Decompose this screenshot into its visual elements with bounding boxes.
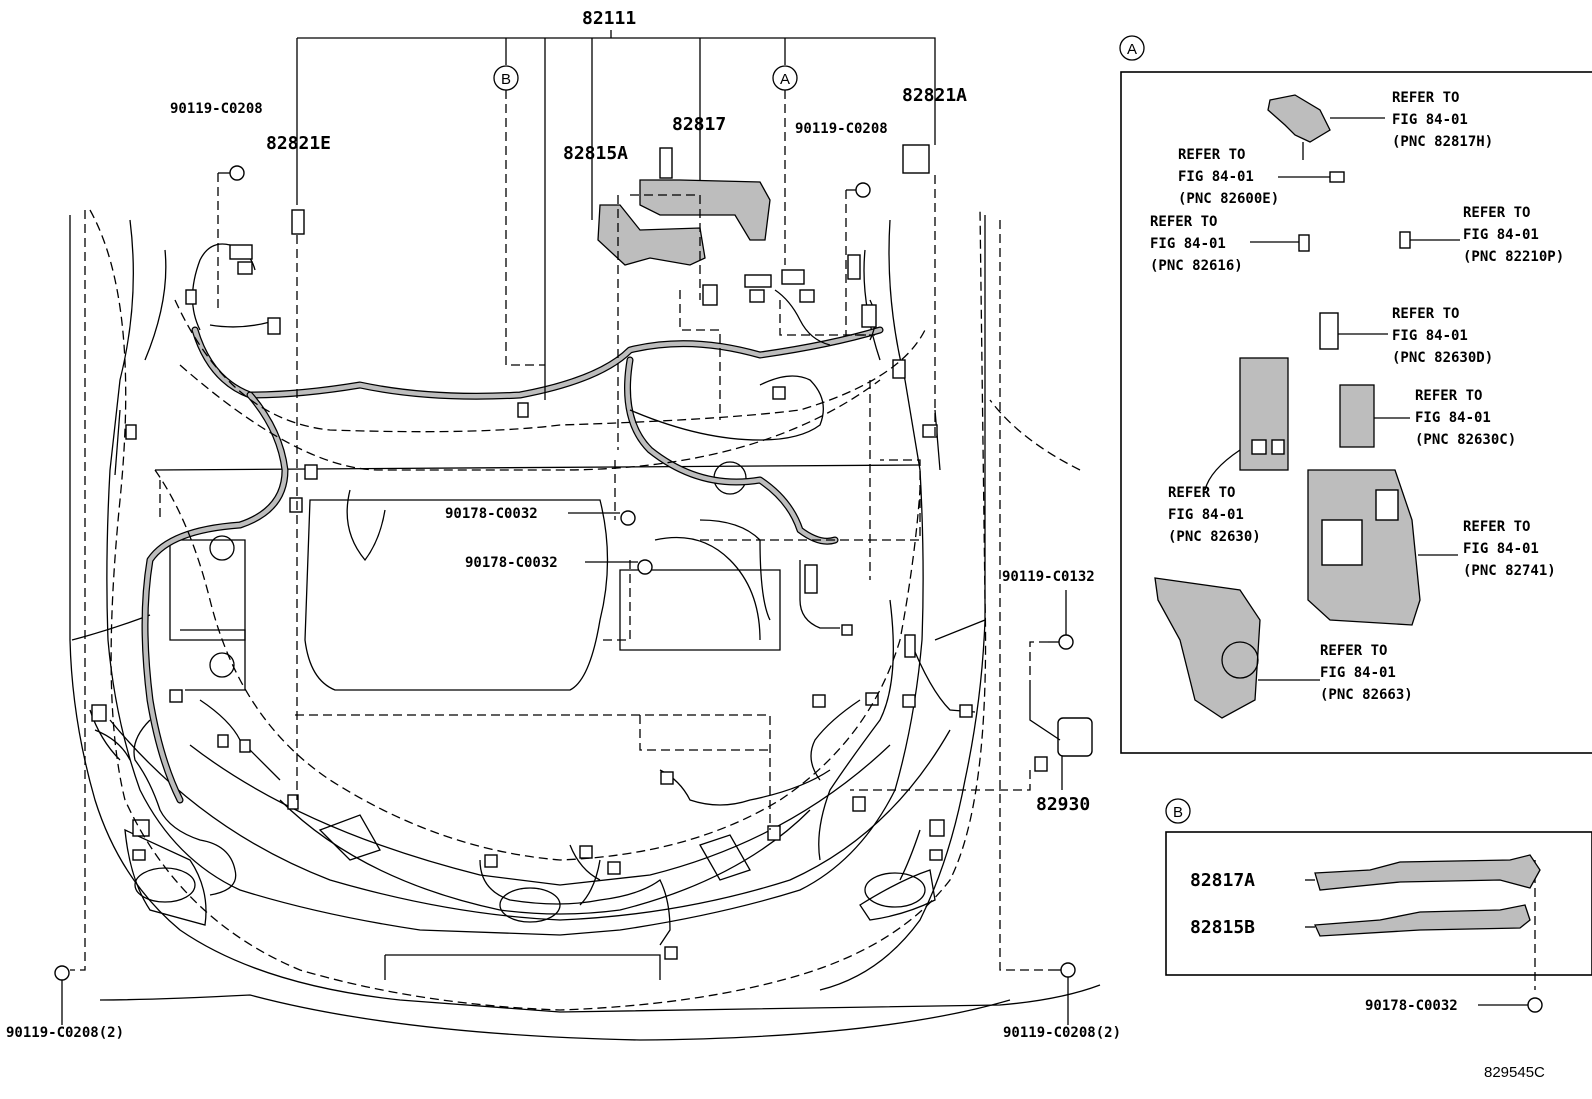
main-labels: 82111 90119-C0208 82821E 82815A 82817 90… [6,8,1121,1041]
svg-text:(PNC 82817H): (PNC 82817H) [1392,134,1493,150]
svg-text:FIG 84-01: FIG 84-01 [1392,112,1468,128]
screw-bottom-left-icon [54,965,70,992]
callout-clip-lower: 90178-C0032 [465,555,558,571]
svg-text:(PNC 82663): (PNC 82663) [1320,687,1413,703]
callout-82930: 82930 [1036,794,1090,815]
callout-82817: 82817 [672,114,726,135]
screw-right-icon [1048,634,1074,650]
ref-82630d: REFER TO FIG 84-01 (PNC 82630D) [1392,306,1493,366]
callout-screw-top-left: 90119-C0208 [170,101,263,117]
callout-screw-bottom-right: 90119-C0208(2) [1003,1025,1121,1041]
svg-text:REFER TO: REFER TO [1392,90,1459,106]
svg-text:FIG 84-01: FIG 84-01 [1392,328,1468,344]
ref-82600e: REFER TO FIG 84-01 (PNC 82600E) [1178,147,1279,207]
ref-82616: REFER TO FIG 84-01 (PNC 82616) [1150,214,1243,274]
callout-82821a: 82821A [902,85,967,106]
callout-82815b: 82815B [1190,917,1255,938]
marker-b-main: B [501,71,511,88]
svg-text:REFER TO: REFER TO [1178,147,1245,163]
illustration-code: 829545C [1484,1064,1545,1081]
svg-text:REFER TO: REFER TO [1463,205,1530,221]
ref-82630c: REFER TO FIG 84-01 (PNC 82630C) [1415,388,1516,448]
dashed-leaders [70,173,1536,1011]
callout-clip-upper: 90178-C0032 [445,506,538,522]
svg-text:FIG 84-01: FIG 84-01 [1168,507,1244,523]
marker-b-detail: B [1173,804,1183,821]
ref-82210p: REFER TO FIG 84-01 (PNC 82210P) [1463,205,1564,265]
svg-text:FIG 84-01: FIG 84-01 [1320,665,1396,681]
ref-82817h: REFER TO FIG 84-01 (PNC 82817H) [1392,90,1493,150]
svg-text:(PNC 82616): (PNC 82616) [1150,258,1243,274]
screw-top-mid-icon [846,182,871,198]
vehicle-body-outline [69,215,1101,1041]
svg-text:REFER TO: REFER TO [1150,214,1217,230]
svg-text:FIG 84-01: FIG 84-01 [1150,236,1226,252]
svg-text:FIG 84-01: FIG 84-01 [1178,169,1254,185]
callout-screw-top-mid: 90119-C0208 [795,121,888,137]
svg-text:REFER TO: REFER TO [1463,519,1530,535]
detail-b-panel: B 82817A 82815B 90178-C0032 [1165,798,1592,1014]
svg-text:REFER TO: REFER TO [1415,388,1482,404]
callout-82111: 82111 [582,8,636,29]
main-harness-callout-lines [296,30,936,400]
callout-screw-right: 90119-C0132 [1002,569,1095,585]
svg-text:FIG 84-01: FIG 84-01 [1463,541,1539,557]
screw-bottom-right-icon [1050,962,1076,978]
screw-top-left-icon [218,165,245,181]
ref-82741: REFER TO FIG 84-01 (PNC 82741) [1463,519,1556,579]
svg-text:(PNC 82741): (PNC 82741) [1463,563,1556,579]
detail-a-panel: A REFER TO FIG 84-01 (PNC 82817H) [1119,35,1592,754]
marker-a-main: A [780,71,790,88]
marker-a-detail: A [1127,41,1137,58]
clip-icon [1527,997,1543,1013]
callout-82821e: 82821E [266,133,331,154]
callout-screw-bottom-left: 90119-C0208(2) [6,1025,124,1041]
svg-text:REFER TO: REFER TO [1392,306,1459,322]
svg-text:FIG 84-01: FIG 84-01 [1415,410,1491,426]
ref-82663: REFER TO FIG 84-01 (PNC 82663) [1320,643,1413,703]
svg-text:REFER TO: REFER TO [1320,643,1387,659]
ref-82630: REFER TO FIG 84-01 (PNC 82630) [1168,485,1261,545]
callout-clip-detail-b: 90178-C0032 [1365,998,1458,1014]
callout-82815a: 82815A [563,143,628,164]
svg-text:(PNC 82630D): (PNC 82630D) [1392,350,1493,366]
callout-82817a: 82817A [1190,870,1255,891]
svg-text:(PNC 82210P): (PNC 82210P) [1463,249,1564,265]
svg-text:(PNC 82600E): (PNC 82600E) [1178,191,1279,207]
harness-routing [89,243,976,946]
svg-text:(PNC 82630C): (PNC 82630C) [1415,432,1516,448]
screws [54,165,1076,992]
svg-text:FIG 84-01: FIG 84-01 [1463,227,1539,243]
svg-text:(PNC 82630): (PNC 82630) [1168,529,1261,545]
svg-text:REFER TO: REFER TO [1168,485,1235,501]
